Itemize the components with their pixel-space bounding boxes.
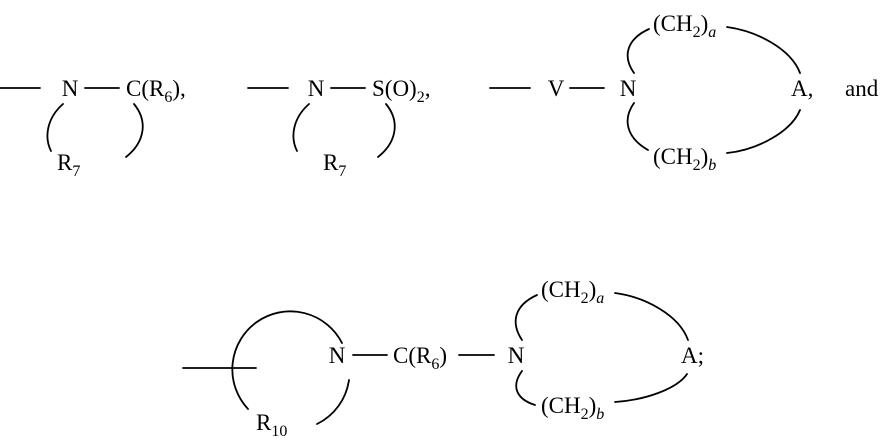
s3-ch2b-subscript: 2 (693, 157, 701, 174)
s2-ring-arc-right (377, 103, 396, 158)
s1-substituent-r7-label: R7 (57, 150, 80, 180)
s3-ch2b-main: (CH (653, 144, 693, 169)
s3-bridge-bottom-label: (CH2)b (653, 144, 716, 174)
s4-bridge-top-label: (CH2)a (541, 277, 604, 307)
s2-so2-close: , (425, 76, 431, 101)
s2-r7-subscript: 7 (338, 163, 346, 180)
s2-so2-subscript: 2 (417, 89, 425, 106)
s4-cr6-main: C(R (393, 343, 432, 368)
s4-left-ring-arc-lower-right (316, 379, 350, 425)
s3-atom-v-label: V (548, 76, 565, 101)
s2-group-so2-label: S(O)2, (372, 76, 430, 106)
s2-r7-main: R (323, 150, 339, 175)
s4-ch2a-main: (CH (541, 277, 581, 302)
s4-substituent-r10-label: R10 (256, 410, 287, 440)
s3-ch2a-index: a (708, 24, 716, 41)
structure-3: V N (CH2)a A, (CH2)b (489, 11, 813, 174)
structure-2: N S(O)2, R7 (247, 76, 430, 180)
s4-ch2a-subscript: 2 (581, 290, 589, 307)
s4-ch2b-index: b (596, 406, 604, 423)
s3-ring-arc-upper-left (626, 28, 650, 74)
s2-so2-main: S(O) (372, 76, 417, 101)
s1-ring-arc-right (125, 103, 144, 158)
s3-atom-n-label: N (620, 76, 637, 101)
s2-ring-arc-left (292, 103, 310, 152)
s4-r10-main: R (256, 410, 272, 435)
s1-ring-arc-left (46, 103, 64, 152)
s4-atom-n2-label: N (508, 343, 525, 368)
structure-1: N C(R6), R7 (0, 76, 186, 180)
s4-group-cr6-label: C(R6) (393, 343, 447, 373)
s4-ring-arc-upper-right (614, 292, 689, 341)
s4-r10-subscript: 10 (271, 423, 287, 440)
s4-ch2b-main: (CH (541, 393, 581, 418)
s4-ring-arc-lower-right (614, 373, 688, 403)
s1-cr6-subscript: 6 (164, 89, 172, 106)
s4-ring-arc-upper-left (514, 294, 538, 341)
s3-ring-arc-lower-left (626, 102, 649, 151)
conjunction-and: and (845, 76, 879, 101)
s3-ring-atom-a-label: A, (791, 76, 813, 101)
s3-ring-arc-upper-right (726, 26, 801, 74)
s3-ch2a-subscript: 2 (693, 24, 701, 41)
s3-ch2a-close: ) (701, 11, 709, 36)
s4-ch2a-index: a (596, 290, 604, 307)
s3-bridge-top-label: (CH2)a (653, 11, 716, 41)
s1-cr6-close: ), (172, 76, 185, 101)
s4-left-ring-arc-major (231, 310, 343, 410)
s4-bridge-bottom-label: (CH2)b (541, 393, 604, 423)
s2-substituent-r7-label: R7 (323, 150, 346, 180)
s4-ch2b-close: ) (589, 393, 597, 418)
s4-cr6-subscript: 6 (431, 356, 439, 373)
s1-cr6-main: C(R (126, 76, 165, 101)
structure-4: R10 N C(R6) N (CH2)a A; (CH2)b (182, 277, 704, 440)
s1-r7-main: R (57, 150, 73, 175)
s3-ch2a-main: (CH (653, 11, 693, 36)
s4-ring-arc-lower-left (515, 370, 536, 406)
s4-ch2a-close: ) (589, 277, 597, 302)
s3-ring-arc-lower-right (726, 109, 801, 154)
s4-cr6-close: ) (439, 343, 447, 368)
s3-ch2b-index: b (708, 157, 716, 174)
s4-ch2b-subscript: 2 (581, 406, 589, 423)
s1-group-cr6-label: C(R6), (126, 76, 186, 106)
s2-atom-n-label: N (308, 76, 325, 101)
s3-ch2b-close: ) (701, 144, 709, 169)
s1-r7-subscript: 7 (72, 163, 80, 180)
s4-ring-atom-a-label: A; (681, 343, 704, 368)
s4-atom-n1-label: N (329, 343, 346, 368)
s1-atom-n-label: N (62, 76, 79, 101)
